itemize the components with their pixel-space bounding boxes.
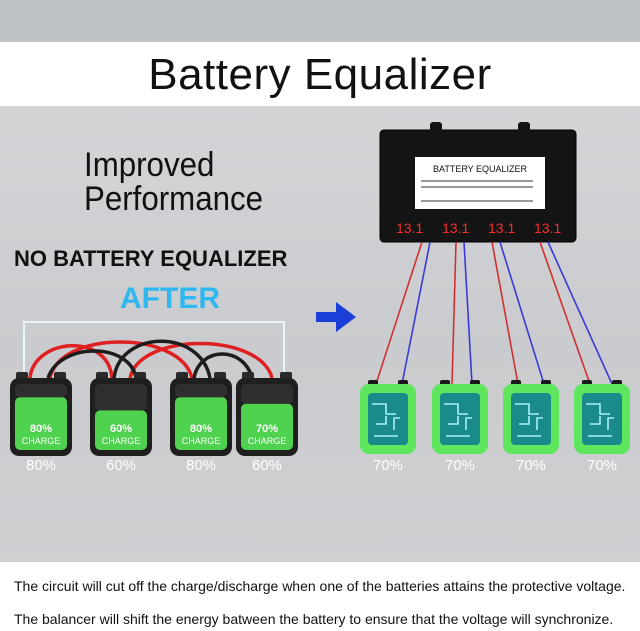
equalizer-device: BATTERY EQUALIZER 13.1 13.1 13.1 13.1 [379, 122, 577, 243]
battery-charge-label: CHARGE [248, 436, 287, 446]
mount-tab-left [430, 122, 442, 132]
red-wire-1 [28, 344, 114, 379]
right-under-label-1: 70% [373, 457, 403, 474]
voltage-readout-4: 13.1 [534, 220, 561, 236]
red-lead-1 [375, 241, 423, 385]
battery-empty [241, 384, 293, 404]
circuit-board [511, 393, 551, 445]
right-battery-1 [360, 380, 416, 454]
page-title: Battery Equalizer [148, 50, 492, 99]
improved-performance-headline: Improved Performance [84, 148, 263, 216]
black-wire-3 [192, 352, 254, 379]
caption-2: The balancer will shift the energy batwe… [14, 611, 614, 627]
right-battery-2 [432, 380, 488, 454]
battery-fill [175, 397, 227, 450]
circuit-board [440, 393, 480, 445]
right-battery-group [360, 380, 630, 454]
left-under-label-2: 60% [106, 457, 136, 474]
top-band [0, 0, 640, 42]
circuit-traces [444, 403, 472, 437]
red-wire-3 [128, 341, 274, 379]
circuit-board [582, 393, 622, 445]
blue-lead-3 [499, 241, 545, 385]
blue-lead-2 [463, 241, 473, 385]
caption-1: The circuit will cut off the charge/disc… [14, 578, 626, 594]
right-wiring [375, 241, 613, 385]
red-lead-2 [451, 241, 457, 385]
circuit-traces [515, 403, 543, 437]
right-battery-3 [503, 380, 559, 454]
battery-percent: 80% [190, 423, 212, 435]
circuit-traces [372, 403, 400, 437]
battery-charge-label: CHARGE [182, 436, 221, 446]
right-under-label-2: 70% [445, 457, 475, 474]
battery-empty [95, 384, 147, 411]
mount-tab-right [518, 122, 530, 132]
right-under-label-4: 70% [587, 457, 617, 474]
left-under-label-3: 80% [186, 457, 216, 474]
left-battery-1: 80%CHARGE [10, 372, 72, 456]
after-label: AFTER [120, 282, 220, 315]
voltage-readout-2: 13.1 [442, 220, 469, 236]
left-battery-4: 70%CHARGE [236, 372, 298, 456]
arrow-icon [316, 302, 356, 332]
battery-empty [175, 384, 227, 398]
battery-percent: 70% [256, 423, 278, 435]
right-percent-labels: 70% 70% 70% 70% [373, 457, 617, 474]
left-wiring [23, 321, 285, 379]
no-equalizer-label: NO BATTERY EQUALIZER [14, 246, 288, 271]
circuit-traces [586, 403, 614, 437]
headline-line-2: Performance [84, 180, 264, 218]
battery-empty [15, 384, 67, 398]
white-wire [23, 321, 285, 378]
left-battery-3: 80%CHARGE [170, 372, 232, 456]
right-under-label-3: 70% [516, 457, 546, 474]
title-bar [0, 42, 640, 106]
battery-charge-label: CHARGE [22, 436, 61, 446]
black-wire-1 [46, 349, 138, 379]
red-lead-3 [491, 241, 519, 385]
left-under-label-1: 80% [26, 457, 56, 474]
battery-charge-label: CHARGE [102, 436, 141, 446]
caption-panel [0, 562, 640, 631]
red-lead-4 [539, 241, 591, 385]
headline-line-1: Improved [84, 146, 215, 184]
right-battery-4 [574, 380, 630, 454]
blue-lead-4 [547, 241, 613, 385]
voltage-readout-1: 13.1 [396, 220, 423, 236]
circuit-board [368, 393, 408, 445]
left-under-label-4: 60% [252, 457, 282, 474]
device-label: BATTERY EQUALIZER [433, 164, 528, 174]
battery-fill [15, 397, 67, 450]
voltage-readout-3: 13.1 [488, 220, 515, 236]
voltage-readouts: 13.1 13.1 13.1 13.1 [396, 220, 561, 236]
battery-fill [95, 410, 147, 450]
battery-fill [241, 403, 293, 450]
blue-lead-1 [401, 241, 431, 385]
battery-percent: 80% [30, 423, 52, 435]
left-percent-labels: 80% 60% 80% 60% [26, 457, 282, 474]
battery-percent: 60% [110, 423, 132, 435]
left-battery-2: 60%CHARGE [90, 372, 152, 456]
